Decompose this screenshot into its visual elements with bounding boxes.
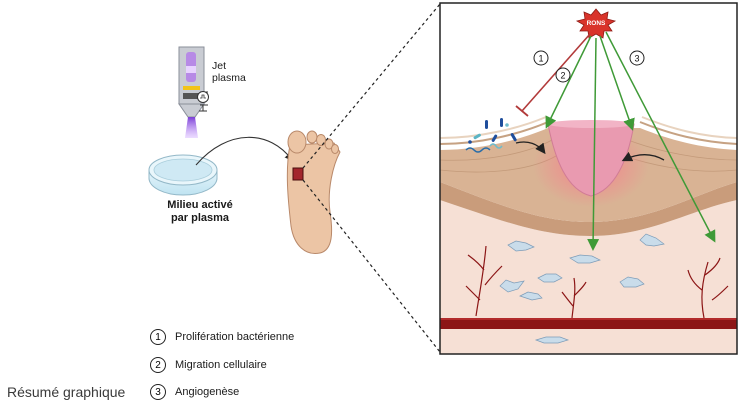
svg-text:1: 1 bbox=[538, 54, 543, 64]
svg-text:2: 2 bbox=[560, 71, 565, 81]
fibroblast-cells bbox=[499, 233, 665, 344]
rons-starburst: RONS bbox=[575, 8, 617, 39]
migration-arrow-down bbox=[587, 37, 600, 251]
petri-dish bbox=[148, 154, 218, 196]
arrow-number-1: 1 bbox=[533, 50, 549, 66]
transfer-arrow bbox=[195, 136, 294, 166]
medium-label-line2: par plasma bbox=[170, 212, 230, 224]
jet-label-line1: Jet bbox=[212, 60, 227, 72]
medium-label-line1: Milieu activé bbox=[167, 199, 233, 211]
ac-source-icon bbox=[197, 91, 209, 103]
migration-arrow-to-left-edge bbox=[545, 35, 592, 129]
legend-number-2: 2 bbox=[150, 357, 166, 373]
legend-item-3: 3 Angiogenèse bbox=[150, 382, 239, 402]
legend-number-3: 3 bbox=[150, 384, 166, 400]
plasma-jet-device bbox=[178, 46, 209, 138]
skin-section-inset bbox=[440, 3, 737, 354]
migration-arrow-right bbox=[621, 151, 665, 162]
zoom-line-top bbox=[302, 3, 441, 169]
svg-text:3: 3 bbox=[634, 54, 639, 64]
legend-item-1: 1 Prolifération bactérienne bbox=[150, 327, 294, 347]
legend-number-1: 1 bbox=[150, 329, 166, 345]
plasma-activated-medium-label: Milieu activé par plasma bbox=[140, 199, 260, 225]
legend-item-2: 2 Migration cellulaire bbox=[150, 355, 267, 375]
legend-text-1: Prolifération bactérienne bbox=[175, 331, 295, 343]
arrow-number-2: 2 bbox=[555, 67, 571, 83]
jet-plasma-label: Jet plasma bbox=[212, 60, 246, 84]
legend-text-3: Angiogenèse bbox=[175, 386, 240, 398]
wound-site-marker bbox=[292, 167, 304, 181]
angiogenesis-arrow bbox=[605, 31, 716, 243]
inset-border bbox=[439, 2, 738, 355]
legend-text-2: Migration cellulaire bbox=[175, 359, 267, 371]
migration-arrow-to-right-edge bbox=[599, 35, 635, 131]
capillaries bbox=[465, 245, 729, 319]
foot-illustration bbox=[286, 130, 341, 255]
migration-arrow-left bbox=[515, 141, 546, 155]
zoom-line-bottom bbox=[302, 179, 441, 353]
graphical-summary-label: Résumé graphique bbox=[7, 384, 126, 400]
bacteria-cluster bbox=[465, 118, 517, 153]
blood-vessel bbox=[440, 318, 737, 329]
jet-label-line2: plasma bbox=[212, 72, 246, 84]
arrow-number-3: 3 bbox=[629, 50, 645, 66]
rons-label: RONS bbox=[587, 20, 606, 27]
